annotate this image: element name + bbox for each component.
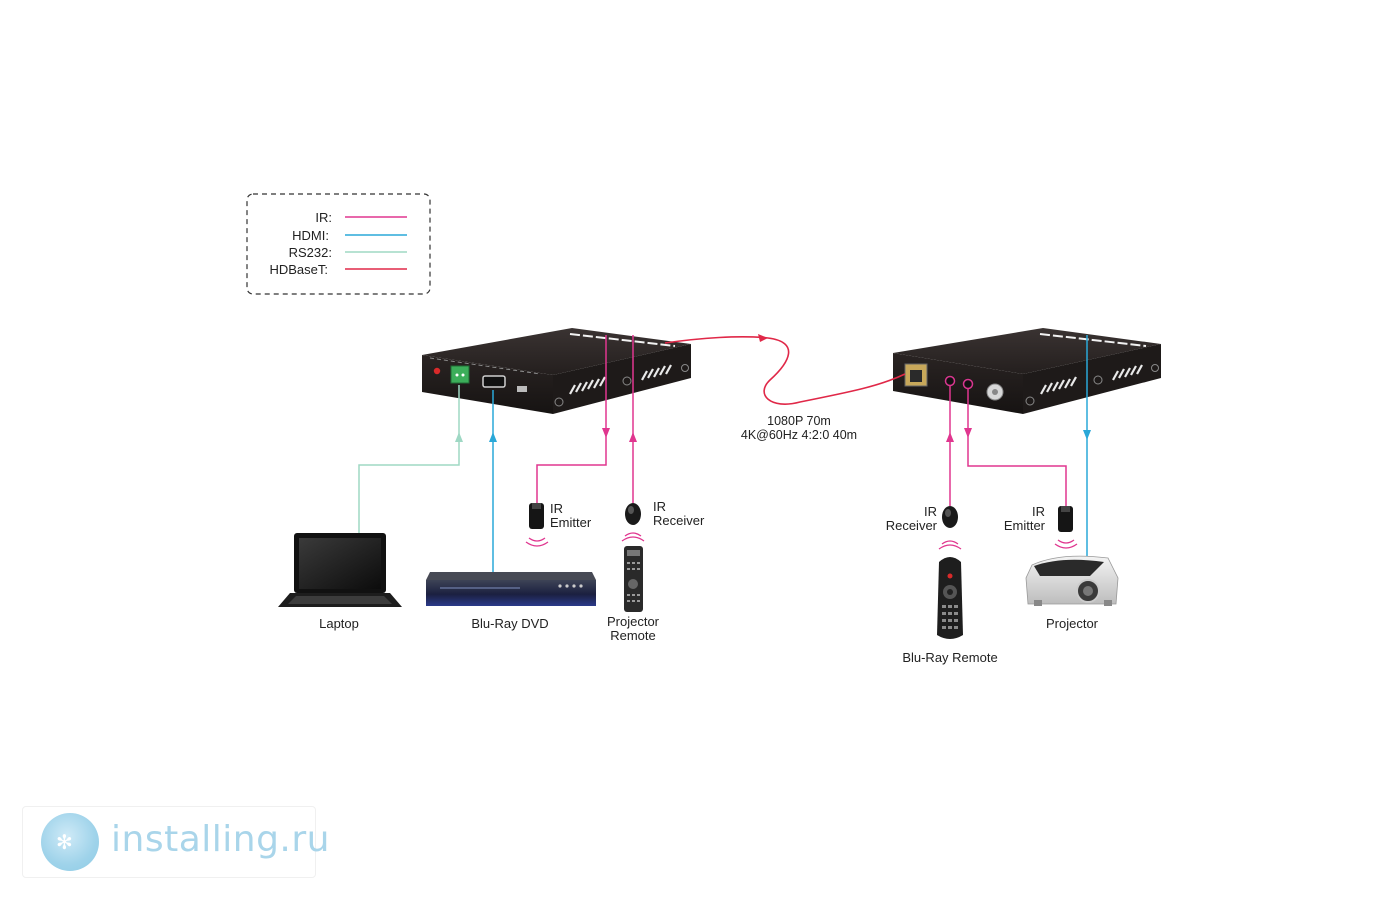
ir-out-port-icon — [962, 378, 974, 390]
projector-remote-icon — [621, 532, 645, 612]
ir-emitter-rx-label-1: IR — [1032, 504, 1045, 519]
hdbaset-cable — [664, 336, 906, 405]
laptop-label: Laptop — [319, 616, 359, 631]
ir-receiver-rx-label-2: Receiver — [886, 518, 938, 533]
legend-label-rs232: RS232: — [289, 245, 332, 260]
bluray-remote-icon — [937, 540, 963, 639]
cable-spec-line2: 4K@60Hz 4:2:0 40m — [741, 428, 857, 442]
rs232-port-icon — [450, 365, 470, 384]
ir-emitter-tx-label-2: Emitter — [550, 515, 592, 530]
ir-receiver-rx-icon — [942, 506, 958, 528]
ir-emitter-rx-label-2: Emitter — [1004, 518, 1046, 533]
ir-receiver-rx-label-1: IR — [924, 504, 937, 519]
projector-label: Projector — [1046, 616, 1099, 631]
installing-logo-icon: ✻ — [41, 813, 99, 871]
receiver-vents — [1040, 364, 1143, 395]
projector-remote-label-2: Remote — [610, 628, 656, 643]
installing-watermark: ✻ installing.ru — [22, 806, 329, 878]
watermark-text: installing.ru — [111, 819, 330, 860]
cable-spec-line1: 1080P 70m — [767, 414, 831, 428]
bluray-remote-label: Blu-Ray Remote — [902, 650, 997, 665]
transmitter-vents — [569, 364, 672, 395]
transmitter-side — [553, 344, 691, 414]
ir-emitter-cable-tx — [536, 335, 607, 503]
ir-emitter-cable-rx — [967, 389, 1067, 506]
ir-receiver-tx-label-1: IR — [653, 499, 666, 514]
legend-label-ir: IR: — [315, 210, 332, 225]
laptop-icon — [278, 533, 402, 607]
legend-label-hdmi: HDMI: — [292, 228, 329, 243]
switch-icon — [517, 386, 527, 392]
receiver-side — [1023, 344, 1161, 414]
bluray-dvd-label: Blu-Ray DVD — [471, 616, 548, 631]
receiver-unit — [893, 328, 1161, 414]
ir-receiver-tx-icon — [625, 503, 641, 525]
legend-border — [246, 193, 431, 295]
hdmi-port-icon — [482, 375, 506, 388]
ir-receiver-tx-label-2: Receiver — [653, 513, 705, 528]
projector-icon — [1025, 555, 1119, 606]
legend-label-hdbaset: HDBaseT: — [269, 262, 328, 277]
transmitter-unit — [422, 328, 691, 414]
projector-remote-label-1: Projector — [607, 614, 660, 629]
ir-emitter-rx-icon — [1054, 506, 1078, 549]
rs232-cable — [358, 385, 460, 535]
ir-in-port-icon — [944, 375, 956, 387]
ir-emitter-tx-label-1: IR — [550, 501, 563, 516]
bluray-player-icon — [426, 572, 596, 606]
legend: IR: HDMI: RS232: HDBaseT: — [246, 193, 431, 295]
power-led-icon — [433, 367, 441, 375]
ir-emitter-tx-icon — [525, 503, 549, 547]
